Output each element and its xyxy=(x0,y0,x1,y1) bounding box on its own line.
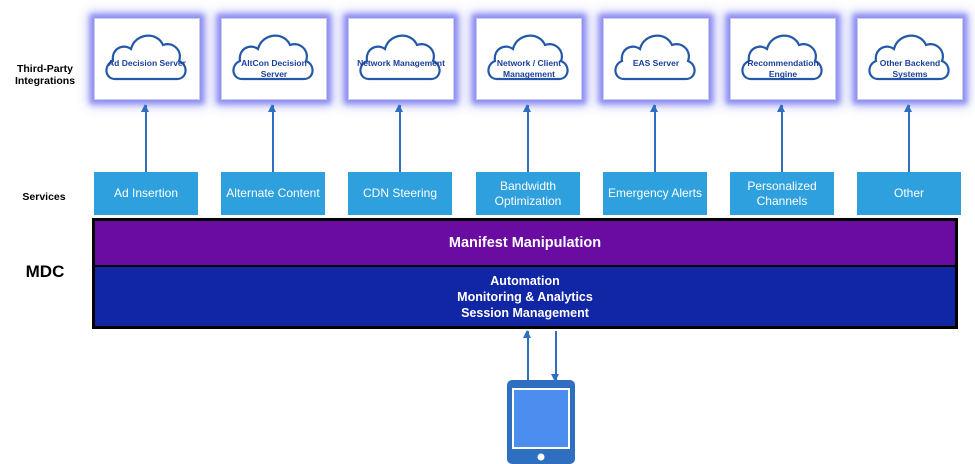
service-other: Other xyxy=(857,172,961,215)
service-label: CDN Steering xyxy=(362,186,438,200)
up-arrow xyxy=(396,104,402,172)
integration-label: Other Backend Systems xyxy=(879,58,941,79)
integration-network-management: Network Management xyxy=(348,18,454,100)
monitoring-label: Monitoring & Analytics xyxy=(457,289,593,304)
integration-network-client-management: Network / Client Management xyxy=(476,18,582,100)
up-arrow xyxy=(269,104,275,172)
third-party-integrations-label: Third-Party Integrations xyxy=(14,63,76,87)
service-alternate-content: Alternate Content xyxy=(221,172,325,215)
integration-label: Ad Decision Server xyxy=(108,58,186,68)
manifest-manipulation-layer: Manifest Manipulation xyxy=(95,221,955,265)
session-label: Session Management xyxy=(461,305,589,320)
integration-ad-decision-server: Ad Decision Server xyxy=(94,18,200,100)
automation-label: Automation xyxy=(490,273,560,288)
manifest-label: Manifest Manipulation xyxy=(448,235,602,251)
service-label: Ad Insertion xyxy=(113,186,179,200)
up-arrow xyxy=(142,104,148,172)
integration-label: Network / Client Management xyxy=(496,58,562,79)
service-label: Alternate Content xyxy=(226,186,320,200)
up-arrow xyxy=(524,330,530,381)
integration-label: AltCon Decision Server xyxy=(241,58,307,79)
integration-other-backend-systems: Other Backend Systems xyxy=(857,18,963,100)
cloud-icon xyxy=(105,34,187,81)
up-arrow xyxy=(905,104,911,172)
service-personalized-channels: Personalized Channels xyxy=(730,172,834,215)
integration-altcon-decision-server: AltCon Decision Server xyxy=(221,18,327,100)
mdc-label: MDC xyxy=(25,262,65,281)
integration-recommendation-engine: Recommendation Engine xyxy=(730,18,836,100)
integration-eas-server: EAS Server xyxy=(603,18,709,100)
service-emergency-alerts: Emergency Alerts xyxy=(603,172,707,215)
service-cdn-steering: CDN Steering xyxy=(348,172,452,215)
up-arrow xyxy=(778,104,784,172)
cloud-icon xyxy=(868,34,950,81)
up-arrow xyxy=(651,104,657,172)
tablet-icon xyxy=(507,380,575,464)
integration-label: Recommendation Engine xyxy=(747,58,819,79)
automation-layer: Automation Monitoring & Analytics Sessio… xyxy=(95,267,955,326)
service-ad-insertion: Ad Insertion xyxy=(94,172,198,215)
integration-label: EAS Server xyxy=(632,58,680,68)
cloud-icon xyxy=(487,34,569,81)
integration-label: Network Management xyxy=(357,58,445,68)
services-label: Services xyxy=(22,191,66,203)
service-label: Other xyxy=(893,186,924,200)
up-arrow xyxy=(524,104,530,172)
cloud-icon xyxy=(741,34,823,81)
down-arrow xyxy=(552,331,558,382)
mdc-block: Manifest Manipulation Automation Monitor… xyxy=(92,218,958,329)
service-label: Bandwidth Optimization xyxy=(494,178,562,208)
service-label: Emergency Alerts xyxy=(607,186,703,200)
service-bandwidth-optimization: Bandwidth Optimization xyxy=(476,172,580,215)
cloud-icon xyxy=(232,34,314,81)
cloud-icon xyxy=(614,34,696,81)
cloud-icon xyxy=(359,34,441,81)
service-label: Personalized Channels xyxy=(747,178,817,208)
